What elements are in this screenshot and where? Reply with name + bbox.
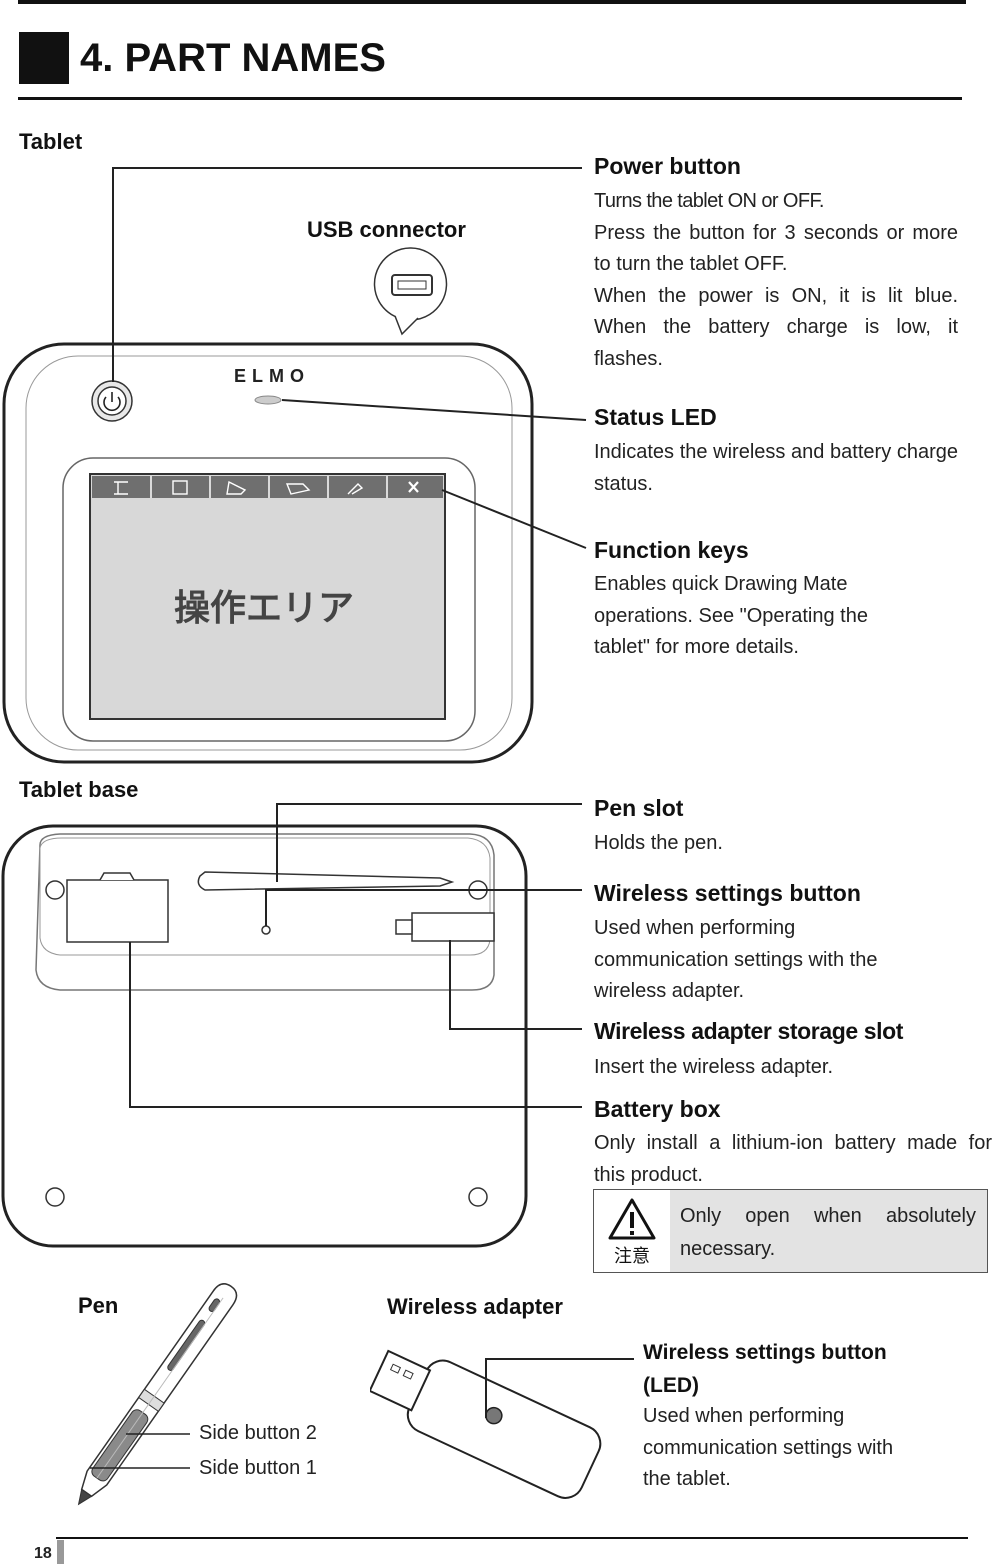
function-keys-desc: Enables quick Drawing Mate operations. S… bbox=[594, 573, 868, 658]
wireless-settings-button-desc: Used when performing communication setti… bbox=[594, 917, 878, 1002]
wireless-adapter-storage-slot-title: Wireless adapter storage slot bbox=[594, 1018, 904, 1044]
section-tablet-base: Tablet base bbox=[19, 777, 139, 802]
adapter-desc-line-1: Used when performing bbox=[643, 1405, 845, 1427]
title-block-marker bbox=[19, 32, 69, 84]
power-button-line-3: When the power is ON, it is lit blue. Wh… bbox=[594, 284, 958, 370]
battery-box-graphic bbox=[66, 872, 169, 943]
page-title: 4. PART NAMES bbox=[80, 36, 386, 80]
adapter-button-title-line-2: (LED) bbox=[643, 1374, 699, 1397]
usb-connector-label: USB connector bbox=[307, 217, 466, 242]
screen-operation-text: 操作エリア bbox=[174, 587, 354, 628]
section-wireless-adapter: Wireless adapter bbox=[387, 1294, 563, 1319]
page-number: 18 bbox=[34, 1545, 52, 1562]
status-led-title: Status LED bbox=[594, 404, 717, 430]
adapter-button-title-line-1: Wireless settings button bbox=[643, 1341, 887, 1364]
function-keys-title: Function keys bbox=[594, 537, 749, 563]
usb-connector-bubble bbox=[373, 247, 448, 336]
footer-rule bbox=[56, 1537, 968, 1539]
top-rule bbox=[18, 0, 966, 4]
caution-icon: 注意 bbox=[594, 1190, 670, 1272]
pen-illustration bbox=[77, 1283, 238, 1506]
status-led-graphic bbox=[254, 395, 282, 405]
power-button-title: Power button bbox=[594, 153, 741, 179]
power-button-graphic bbox=[91, 380, 133, 422]
adapter-desc-line-3: the tablet. bbox=[643, 1468, 731, 1490]
section-pen: Pen bbox=[78, 1293, 119, 1318]
battery-box-title: Battery box bbox=[594, 1096, 721, 1122]
pen-slot-title: Pen slot bbox=[594, 795, 684, 821]
wireless-adapter-storage-slot-desc: Insert the wireless adapter. bbox=[594, 1056, 834, 1078]
adapter-desc-line-2: communication settings with bbox=[643, 1436, 894, 1459]
adapter-button-desc: Used when performing communication setti… bbox=[643, 1401, 893, 1496]
battery-box-desc: Only install a lithium-ion battery made … bbox=[594, 1132, 992, 1186]
pen-slot-graphic bbox=[197, 871, 455, 891]
caution-icon-label: 注意 bbox=[614, 1246, 650, 1266]
tablet-illustration: 操作エリア ELMO bbox=[2, 247, 534, 764]
side-button-1-label: Side button 1 bbox=[199, 1457, 317, 1479]
elmo-logo: ELMO bbox=[234, 366, 310, 386]
status-led-desc: Indicates the wireless and battery charg… bbox=[594, 441, 958, 495]
page-number-marker bbox=[57, 1540, 64, 1564]
power-button-line-1: Turns the tablet ON or OFF. bbox=[594, 190, 824, 212]
pen-slot-desc: Holds the pen. bbox=[594, 832, 723, 854]
adapter-slot-graphic bbox=[395, 912, 495, 942]
title-underline bbox=[18, 97, 962, 100]
wireless-settings-button-title: Wireless settings button bbox=[594, 880, 861, 906]
side-button-2-label: Side button 2 bbox=[199, 1422, 317, 1444]
power-button-desc: Turns the tablet ON or OFF. Press the bu… bbox=[594, 186, 958, 375]
tablet-base-callout-lines bbox=[129, 803, 582, 1108]
caution-box: 注意 Only open when absolutely necessary. bbox=[593, 1189, 988, 1273]
wireless-adapter-illustration bbox=[370, 1349, 634, 1499]
caution-text: Only open when absolutely necessary. bbox=[680, 1205, 976, 1260]
tablet-callout-lines bbox=[112, 167, 587, 549]
section-tablet: Tablet bbox=[19, 129, 83, 154]
function-key-icons bbox=[114, 480, 419, 495]
tablet-base-illustration bbox=[1, 824, 528, 1248]
power-button-line-2: Press the button for 3 seconds or more t… bbox=[594, 221, 958, 276]
